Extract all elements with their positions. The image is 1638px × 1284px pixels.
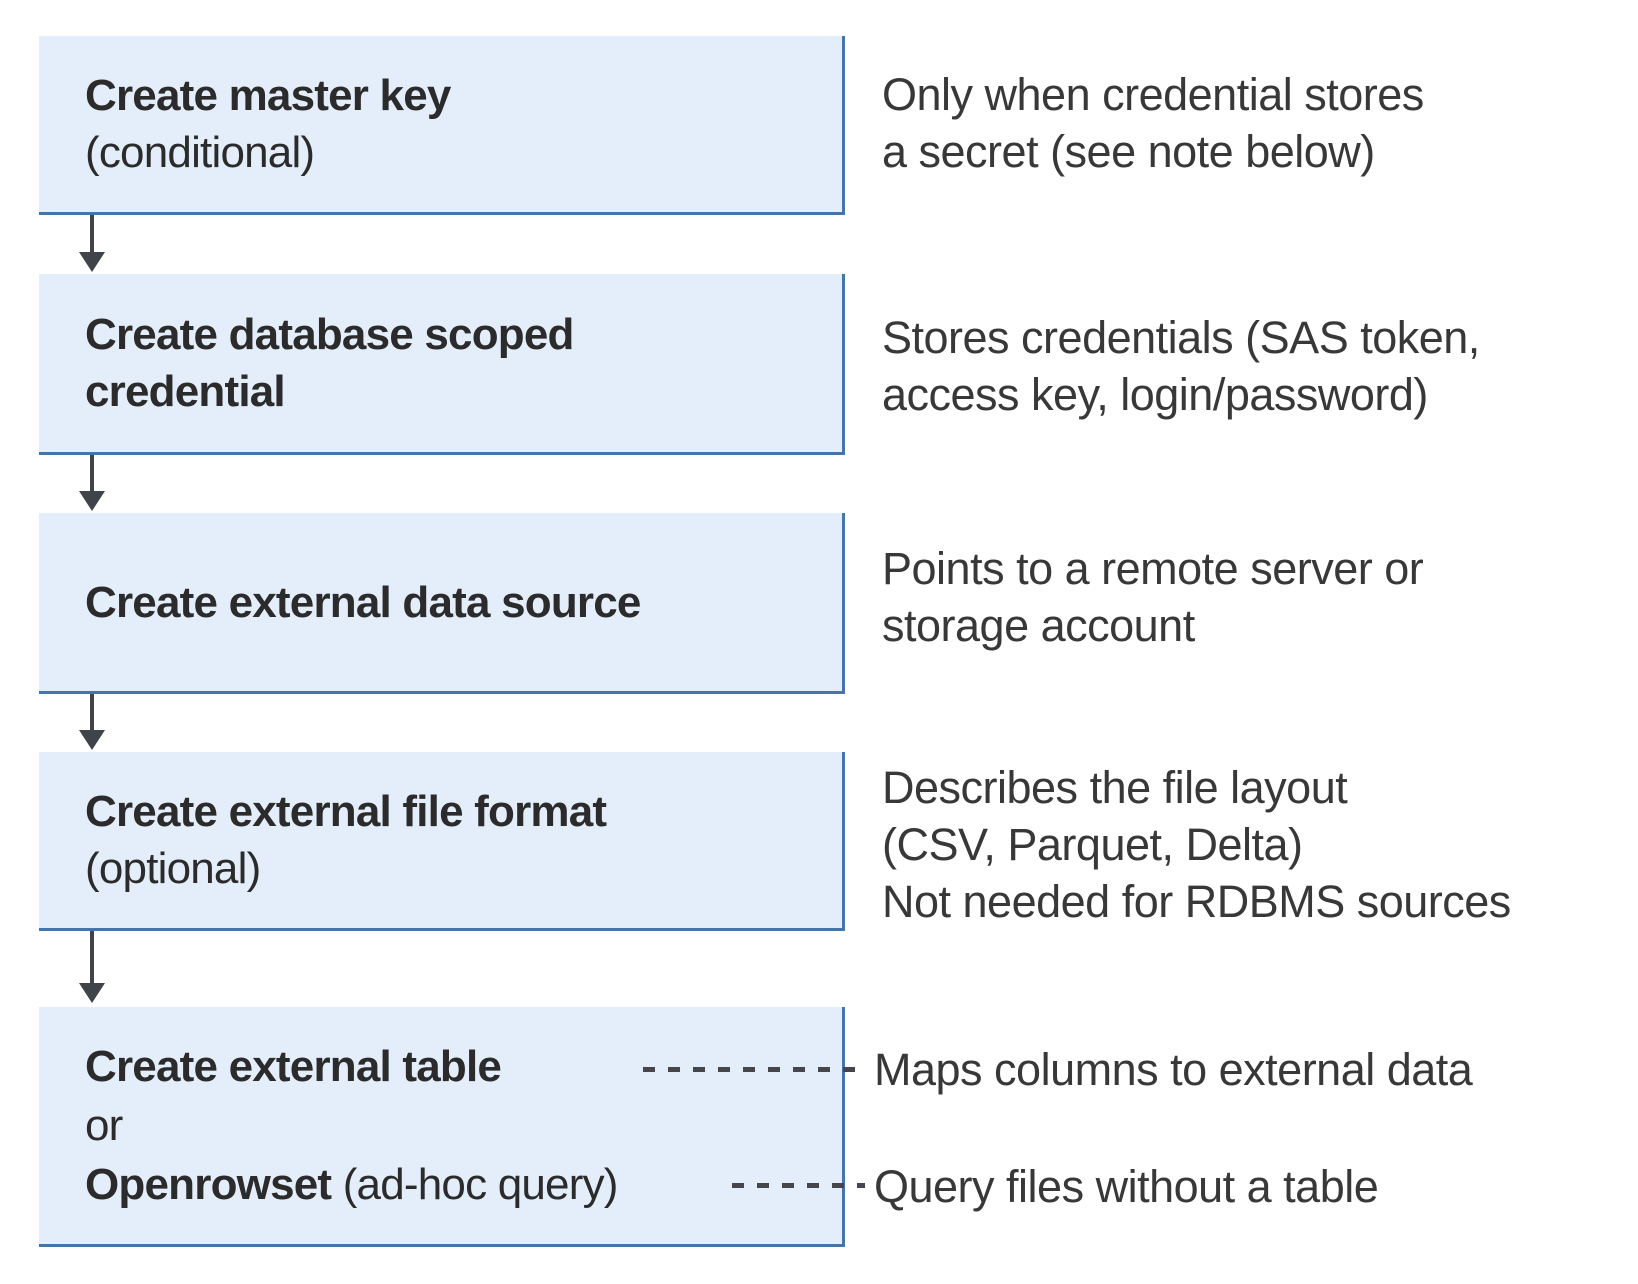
step-title: Create external file format: [85, 787, 607, 836]
flow-arrow-down-icon: [79, 215, 105, 272]
step-box-create-external-table-or-openrowset: Create external table or Openrowset (ad-…: [39, 1007, 845, 1247]
flow-arrow-down-icon: [79, 455, 105, 511]
dashed-connector-external-table: [643, 1067, 865, 1072]
step-box-create-external-file-format: Create external file format (optional): [39, 752, 845, 931]
step-title: Create master key: [85, 71, 451, 120]
annotation-external-file-format: Describes the file layout (CSV, Parquet,…: [882, 762, 1511, 927]
flow-arrow-down-icon: [79, 931, 105, 1003]
step-title: Create database scoped: [85, 310, 574, 359]
step-or-label: or: [85, 1101, 123, 1150]
step-title: Create external table: [85, 1042, 502, 1091]
annotation-database-scoped-credential: Stores credentials (SAS token, access ke…: [882, 312, 1480, 420]
step-alt-title: Openrowset (ad-hoc query): [85, 1160, 618, 1209]
annotation-external-data-source: Points to a remote server or storage acc…: [882, 543, 1424, 651]
step-box-create-database-scoped-credential: Create database scoped credential: [39, 274, 845, 455]
annotation-external-table: Maps columns to external data: [874, 1044, 1473, 1095]
annotation-master-key: Only when credential stores a secret (se…: [882, 69, 1424, 177]
annotation-openrowset: Query files without a table: [874, 1161, 1379, 1212]
step-title: Create external data source: [85, 577, 641, 627]
step-title-line2: credential: [85, 367, 286, 416]
dashed-connector-openrowset: [732, 1183, 865, 1188]
flow-arrow-down-icon: [79, 694, 105, 750]
step-box-create-external-data-source: Create external data source: [39, 513, 845, 694]
step-box-create-master-key: Create master key (conditional): [39, 36, 845, 215]
step-subtitle: (optional): [85, 844, 261, 893]
step-subtitle: (conditional): [85, 128, 315, 177]
